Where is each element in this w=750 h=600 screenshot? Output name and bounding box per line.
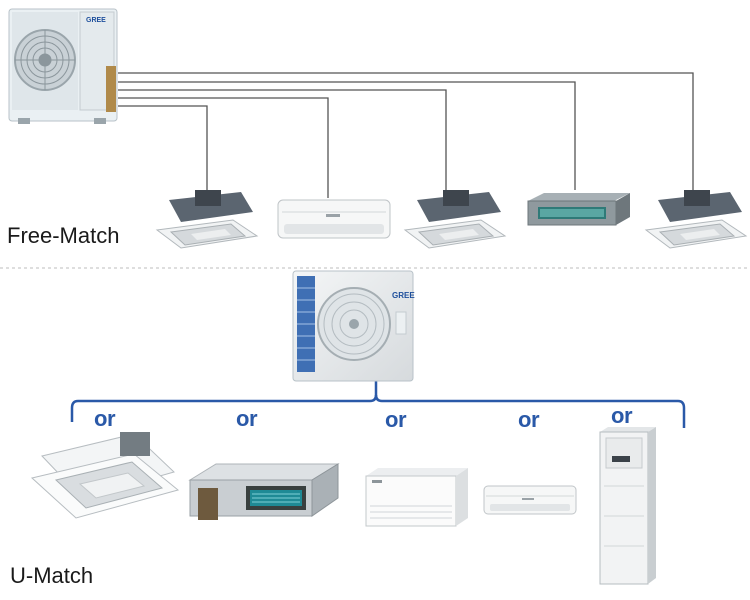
- free-match-label: Free-Match: [7, 223, 120, 248]
- or-connector-3: or: [385, 407, 407, 432]
- u-match-label: U-Match: [10, 563, 94, 588]
- or-connector-5: or: [611, 403, 633, 428]
- wall-split-unit-icon: [277, 199, 391, 239]
- cassette-unit-icon: [30, 432, 180, 519]
- svg-text:GREE: GREE: [392, 291, 415, 300]
- outdoor-condenser-icon: GREE: [8, 8, 118, 124]
- duct-unit-icon: [188, 463, 340, 520]
- wall-split-unit-icon: [483, 485, 577, 515]
- floor-standing-unit-icon: [599, 427, 656, 585]
- choice-bracket: [70, 380, 686, 428]
- ceiling-floor-unit-icon: [365, 468, 468, 527]
- cassette-unit-icon: [403, 190, 507, 249]
- or-connector-1: or: [94, 406, 116, 431]
- or-connector-2: or: [236, 406, 258, 431]
- duct-unit-icon: [527, 193, 630, 226]
- or-connector-4: or: [518, 407, 540, 432]
- outdoor-condenser-icon: GREE: [292, 270, 415, 382]
- svg-text:GREE: GREE: [86, 17, 106, 24]
- cassette-unit-icon: [644, 190, 748, 249]
- cassette-unit-icon: [155, 190, 259, 249]
- refrigerant-pipes: [118, 72, 694, 198]
